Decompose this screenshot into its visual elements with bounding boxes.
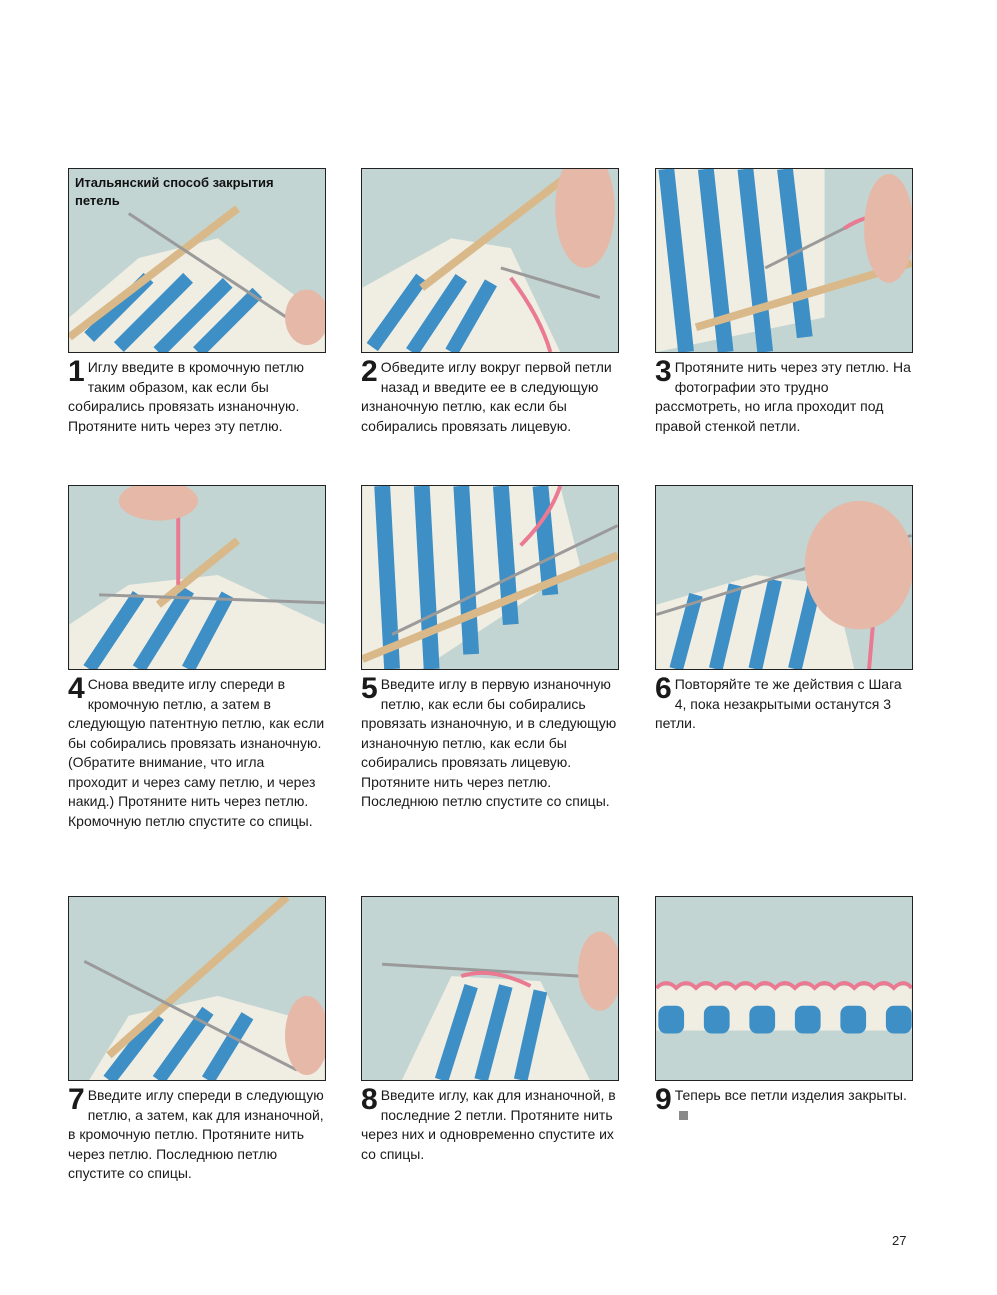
step-number: 3 (655, 355, 672, 388)
step-text: Протяните нить через эту петлю. На фотог… (655, 359, 911, 434)
step-4: 4 Снова введите иглу спереди в кромочную… (68, 672, 326, 831)
step-photo-1: Итальянский способ закрытия петель (68, 168, 326, 353)
title-caption: Итальянский способ закрытия петель (75, 175, 274, 208)
step-2: 2 Обведите иглу вокруг первой петли наза… (361, 355, 619, 436)
step-number: 1 (68, 355, 85, 388)
step-photo-2 (361, 168, 619, 353)
step-1: 1 Иглу введите в кромочную петлю таким о… (68, 355, 326, 436)
step-6: 6 Повторяйте те же действия с Шага 4, по… (655, 672, 913, 734)
knitting-photo-3 (656, 169, 912, 352)
step-number: 9 (655, 1083, 672, 1116)
step-text: Обведите иглу вокруг первой петли назад … (361, 359, 612, 434)
step-text: Иглу введите в кромочную петлю таким обр… (68, 359, 304, 434)
step-number: 4 (68, 672, 85, 705)
step-number: 5 (361, 672, 378, 705)
step-5: 5 Введите иглу в первую изнаночную петлю… (361, 672, 619, 812)
step-number: 8 (361, 1083, 378, 1116)
page-number: 27 (892, 1233, 907, 1248)
step-photo-9 (655, 896, 913, 1081)
step-photo-6 (655, 485, 913, 670)
step-7: 7 Введите иглу спереди в следующую петлю… (68, 1083, 326, 1184)
step-number: 7 (68, 1083, 85, 1116)
step-text: Повторяйте те же действия с Шага 4, пока… (655, 676, 902, 731)
step-8: 8 Введите иглу, как для изнаночной, в по… (361, 1083, 619, 1164)
step-text: Введите иглу, как для изнаночной, в посл… (361, 1087, 616, 1162)
step-photo-3 (655, 168, 913, 353)
step-9: 9 Теперь все петли изделия закрыты. (655, 1083, 913, 1125)
step-photo-4 (68, 485, 326, 670)
step-text: Снова введите иглу спереди в кромочную п… (68, 676, 325, 829)
knitting-photo-4 (69, 486, 325, 669)
knitting-photo-7 (69, 897, 325, 1080)
knitting-photo-6 (656, 486, 912, 669)
knitting-photo-1 (69, 169, 325, 352)
step-number: 2 (361, 355, 378, 388)
step-photo-8 (361, 896, 619, 1081)
step-text: Введите иглу в первую изнаночную петлю, … (361, 676, 617, 809)
knitting-photo-8 (362, 897, 618, 1080)
step-3: 3 Протяните нить через эту петлю. На фот… (655, 355, 913, 436)
knitting-photo-2 (362, 169, 618, 352)
step-text: Теперь все петли изделия закрыты. (674, 1087, 907, 1103)
step-photo-7 (68, 896, 326, 1081)
step-number: 6 (655, 672, 672, 705)
step-text: Введите иглу спереди в следующую петлю, … (68, 1087, 324, 1181)
end-square-icon (678, 1110, 688, 1120)
step-photo-5 (361, 485, 619, 670)
knitting-photo-9 (656, 897, 912, 1080)
knitting-photo-5 (362, 486, 618, 669)
